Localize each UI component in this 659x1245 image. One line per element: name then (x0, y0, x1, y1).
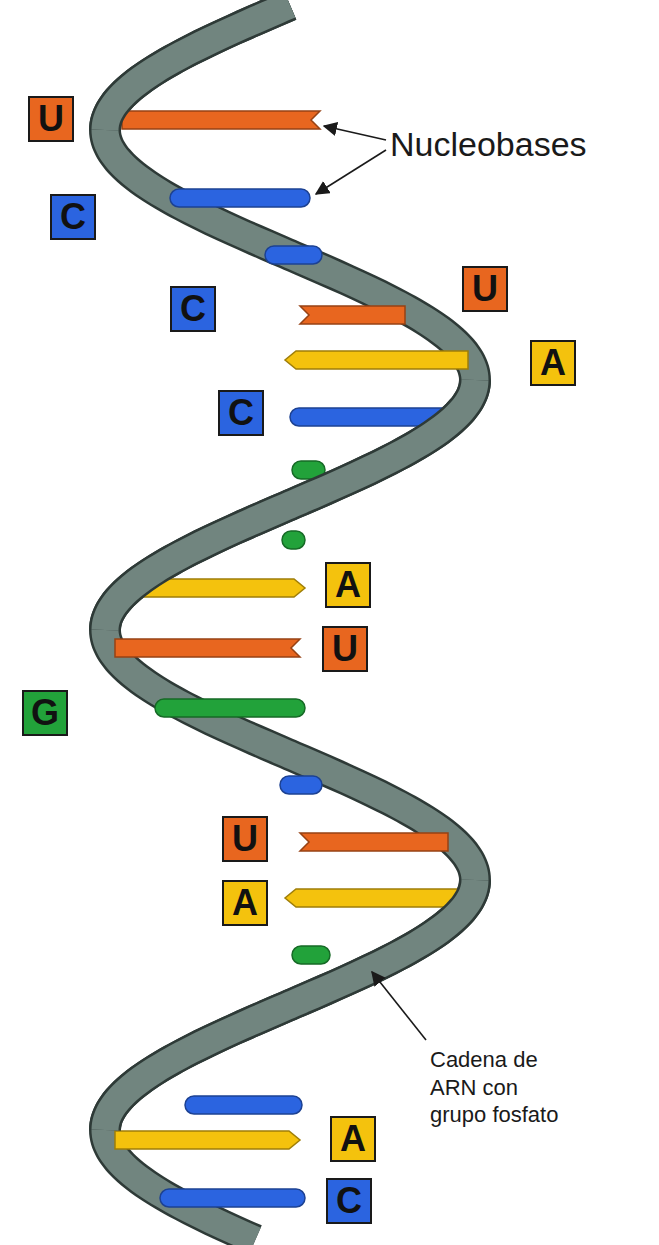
nucleobase-letter-box: C (326, 1178, 372, 1224)
nucleobase-bar (115, 639, 300, 657)
backbone-ribbon-front-outline (105, 880, 475, 1130)
nucleobase-bar (115, 1131, 300, 1149)
backbone-ribbon-front-outline (105, 380, 475, 630)
nucleobase-bar (170, 189, 310, 207)
backbone-ribbon-front (105, 380, 475, 630)
nucleobase-letter-box: A (530, 340, 576, 386)
nucleobase-bar (155, 699, 305, 717)
nucleobase-bar (300, 833, 448, 851)
nucleobase-bar (122, 111, 320, 129)
nucleobase-letter-box: A (222, 880, 268, 926)
nucleobase-letter-box: U (222, 816, 268, 862)
nucleobase-bar (300, 306, 405, 324)
callout-label: Cadena de ARN con grupo fosfato (430, 1046, 575, 1129)
base-letter: A (540, 345, 566, 381)
leader-line (316, 150, 386, 194)
base-letter: U (472, 271, 498, 307)
base-letter: A (340, 1121, 366, 1157)
nucleobase-letter-box: A (325, 562, 371, 608)
base-letter: C (180, 291, 206, 327)
base-letter: C (228, 395, 254, 431)
backbone-ribbon-front (105, 5, 290, 130)
nucleobase-letter-box: A (330, 1116, 376, 1162)
base-letter: U (232, 821, 258, 857)
nucleobase-letter-box: C (218, 390, 264, 436)
nucleobase-letter-box: G (22, 690, 68, 736)
nucleobase-letter-box: U (322, 626, 368, 672)
base-letter: U (332, 631, 358, 667)
leader-line (324, 126, 386, 140)
backbone-ribbon-front (105, 880, 475, 1130)
base-letter: A (335, 567, 361, 603)
nucleobase-letter-box: C (170, 286, 216, 332)
nucleobase-letter-box: C (50, 194, 96, 240)
nucleobase-bar (292, 946, 330, 964)
callout-label: Nucleobases (390, 124, 587, 165)
base-letter: A (232, 885, 258, 921)
nucleobase-bar (185, 1096, 302, 1114)
base-letter: G (31, 695, 59, 731)
nucleobase-letter-box: U (462, 266, 508, 312)
nucleobase-bar (285, 351, 468, 369)
base-letter: C (336, 1183, 362, 1219)
nucleobase-bar (280, 776, 322, 794)
nucleobase-bar (282, 531, 305, 549)
leader-line (372, 972, 426, 1040)
nucleobase-bar (160, 1189, 305, 1207)
backbone-ribbon-front-outline (105, 5, 290, 130)
backbone-ribbon-outline (105, 5, 475, 1240)
base-letter: C (60, 199, 86, 235)
base-letter: U (38, 101, 64, 137)
nucleobase-letter-box: U (28, 96, 74, 142)
backbone-ribbon (105, 5, 475, 1240)
nucleobase-bar (285, 889, 470, 907)
nucleobase-bar (265, 246, 322, 264)
